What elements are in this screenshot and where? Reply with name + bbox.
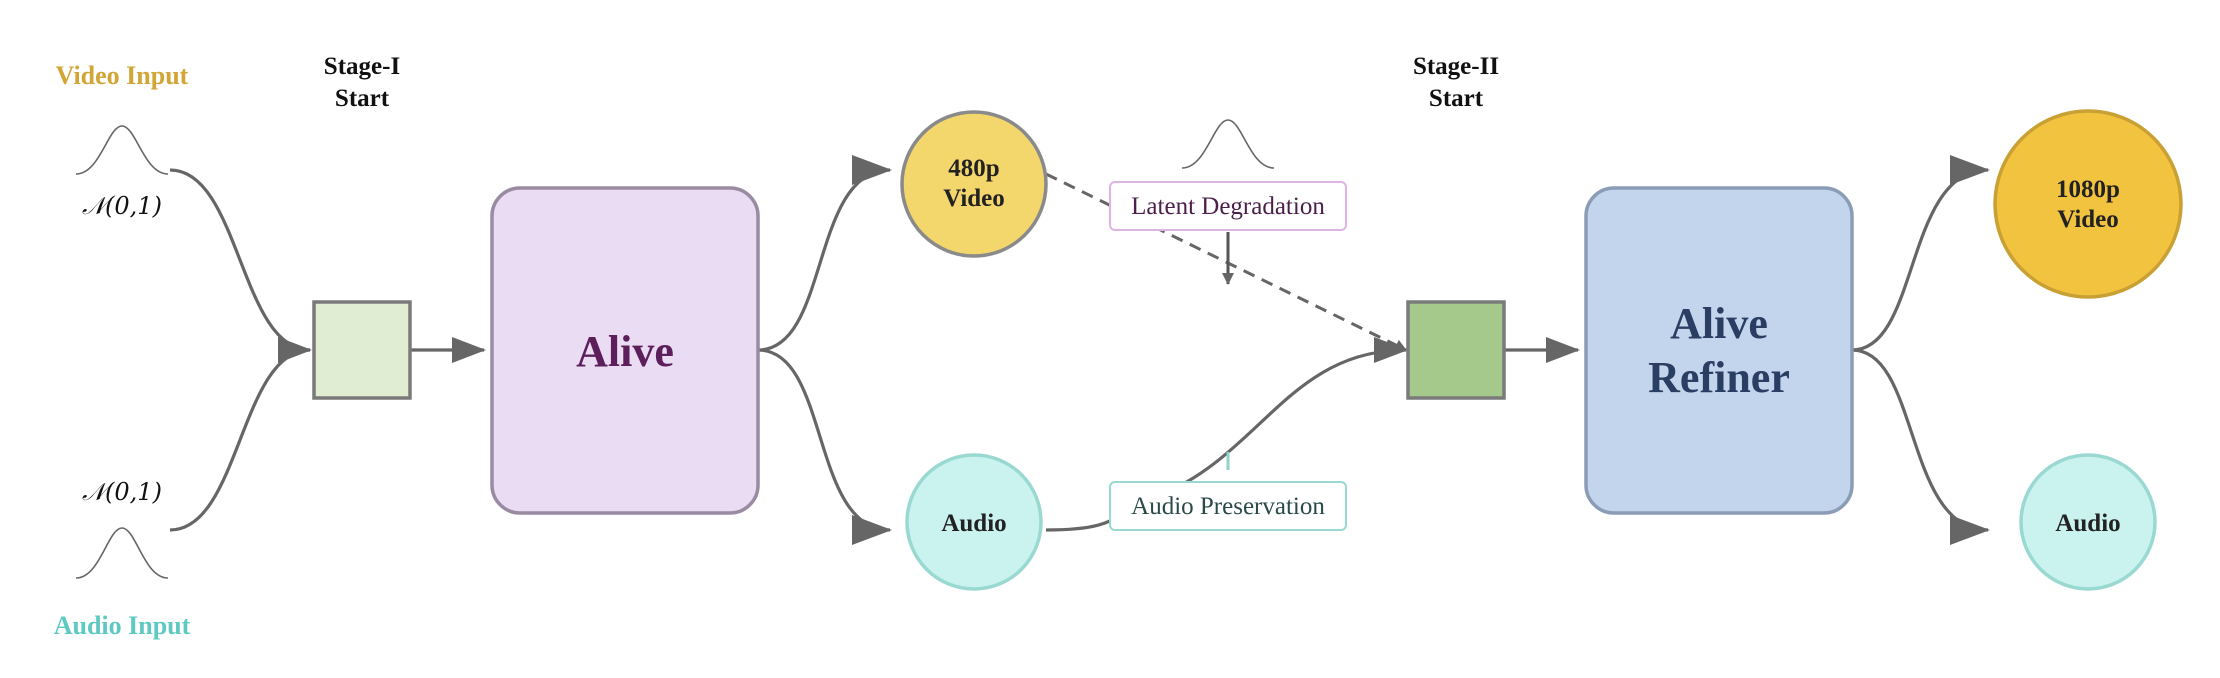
stage1-subtitle: Start <box>335 85 390 112</box>
video-noise-label: 𝒩(0,1) <box>82 192 162 220</box>
audio-preservation-box <box>1109 481 1347 531</box>
audio-preservation-connector <box>1045 337 1408 532</box>
video-input-label: Video Input <box>56 61 189 90</box>
alive-model-label: Alive <box>576 327 674 376</box>
audio-stage1-label: Audio <box>941 510 1006 537</box>
latent-degradation-box <box>1109 181 1347 231</box>
refiner-to-audio-connector <box>1851 348 1990 545</box>
audio-input-connector <box>169 348 311 532</box>
audio-noise-label: 𝒩(0,1) <box>82 478 162 506</box>
latent-degradation-dashed-line <box>1045 172 1407 352</box>
stage2-title: Stage-II <box>1413 53 1499 80</box>
alive-to-audio-connector <box>757 348 892 545</box>
video-480p-label-line2: Video <box>943 185 1005 212</box>
audio-stage2-label: Audio <box>2055 510 2120 537</box>
stage2-start-box <box>1406 300 1506 400</box>
audio-gaussian-icon <box>75 527 169 579</box>
refiner-to-video1080-connector <box>1851 155 1990 352</box>
stage1-title: Stage-I <box>324 53 400 80</box>
video-1080p-label-line2: Video <box>2057 206 2119 233</box>
alive-refiner-label-line1: Alive <box>1670 299 1768 348</box>
audio-stage2-output <box>2019 453 2157 591</box>
video-gaussian-icon <box>75 125 169 175</box>
video-1080p-label-line1: 1080p <box>2056 176 2120 203</box>
audio-input-label: Audio Input <box>54 611 191 640</box>
video-480p-label-line1: 480p <box>948 155 999 182</box>
latent-degradation-label: Latent Degradation <box>1131 193 1325 220</box>
degradation-gaussian-icon <box>1181 119 1275 169</box>
alive-to-video480-connector <box>757 155 892 352</box>
video-input-connector <box>169 168 312 363</box>
stage2-subtitle: Start <box>1429 85 1484 112</box>
audio-preservation-label: Audio Preservation <box>1131 493 1325 520</box>
audio-stage1-output <box>905 453 1043 591</box>
video-480p-output <box>900 110 1048 258</box>
video-1080p-output <box>1993 109 2183 299</box>
alive-model-box <box>490 186 760 515</box>
alive-refiner-box <box>1584 186 1854 515</box>
alive-refiner-label-line2: Refiner <box>1648 353 1790 402</box>
stage1-start-box <box>312 300 412 400</box>
